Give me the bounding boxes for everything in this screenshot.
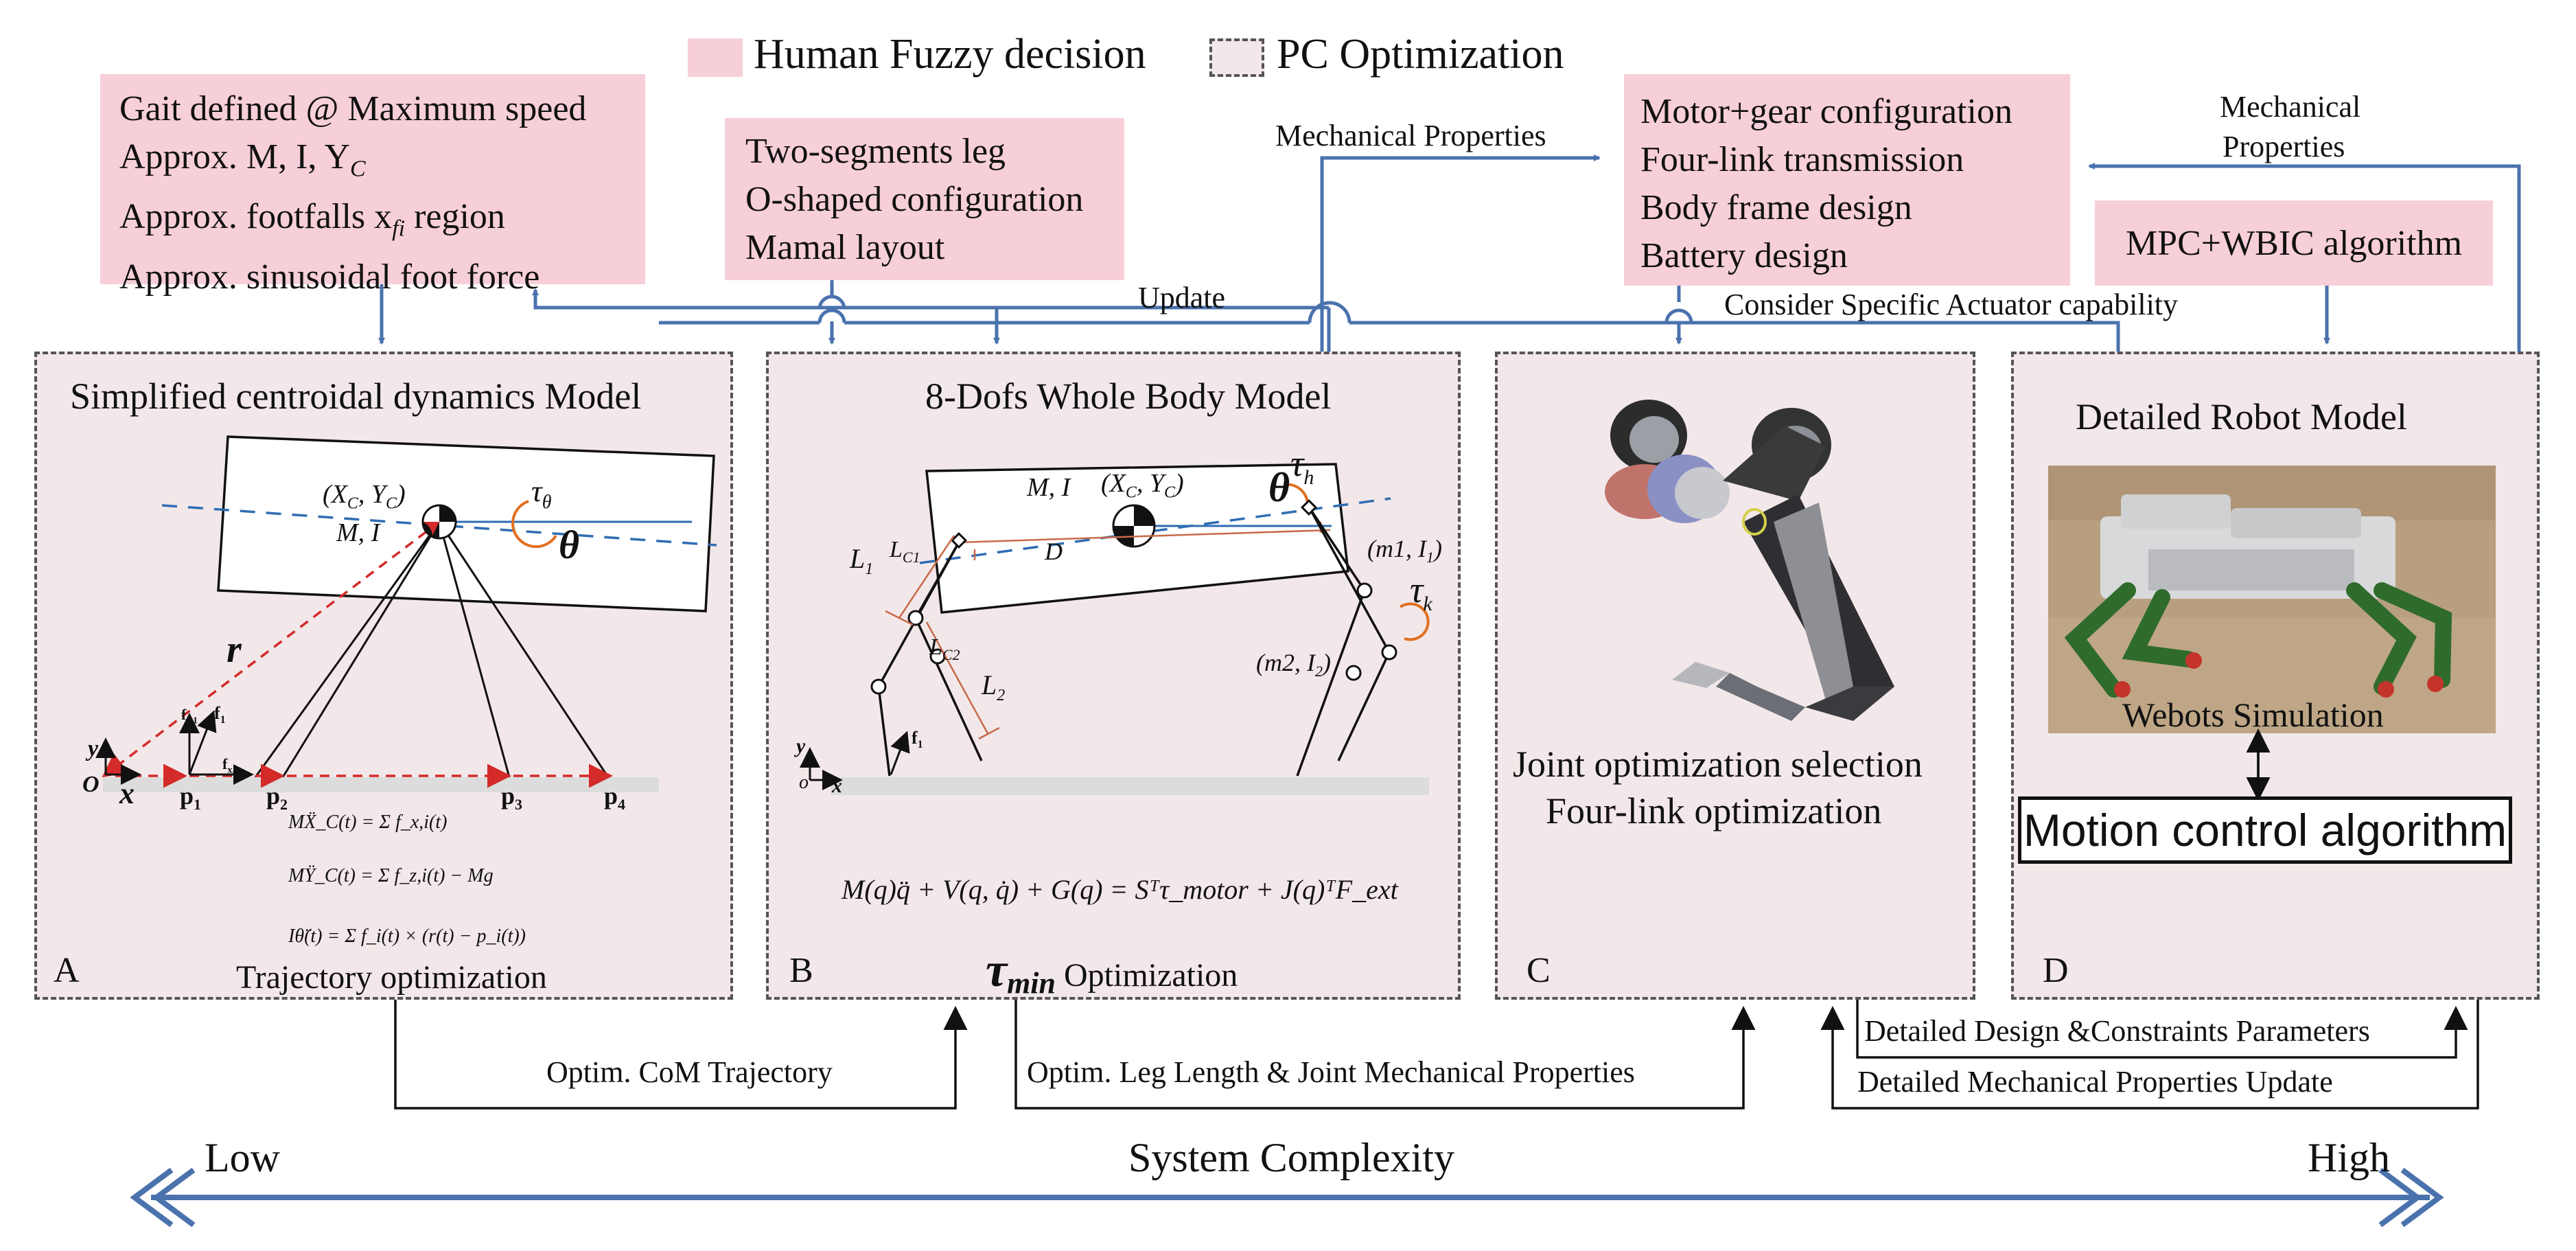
control-algorithm-label: MPC+WBIC algorithm (2125, 223, 2463, 263)
panel-a-equation-1: MẌ_C(t) = Σ f_x,i(t) (288, 812, 448, 833)
panel-a-caption: Trajectory optimization (236, 959, 547, 996)
complexity-title: System Complexity (1128, 1135, 1455, 1180)
panel-b-tau-k-label: τk (1410, 569, 1432, 615)
panel-b-com-label: (XC, YC) (1101, 469, 1184, 502)
panel-a-x-label: x (119, 777, 135, 810)
approx-mass-line: Approx. M, I, YC (119, 137, 366, 182)
panel-a-p1-label: p1 (180, 782, 202, 814)
approx-force-line: Approx. sinusoidal foot force (119, 257, 540, 297)
panel-a-mass-label: M, I (336, 518, 380, 547)
panel-b-o-label: o (799, 772, 809, 793)
panel-a-theta-label: θ (559, 523, 580, 567)
panel-a-f1-label: f1 (214, 703, 226, 726)
panel-b-mass-label: M, I (1027, 473, 1071, 502)
panel-a-tau-label: τθ (531, 474, 552, 513)
panel-b-l2-label: L2 (982, 669, 1006, 704)
update-label: Update (1138, 281, 1226, 314)
panel-b-letter: B (789, 951, 813, 990)
bottom-connectors (394, 1000, 2479, 1110)
panel-b (766, 352, 1461, 1000)
panel-b-y-label: y (796, 735, 806, 757)
complexity-high-label: High (2308, 1135, 2390, 1180)
complexity-low-label: Low (205, 1135, 280, 1180)
panel-b-lc1-label: LC1 (890, 537, 920, 566)
panel-b-m2-label: (m2, I2) (1256, 649, 1331, 680)
actuator-leg-illustration (1605, 400, 1894, 721)
panel-a-fx1-label: fx,1 (222, 755, 240, 776)
hardware-line-1: Motor+gear configuration (1640, 92, 2012, 131)
panel-a-title: Simplified centroidal dynamics Model (70, 376, 642, 417)
panel-d-title: Detailed Robot Model (2076, 396, 2407, 437)
panel-b-d-label: D (1045, 538, 1063, 565)
top-flow-connectors (378, 154, 2521, 352)
panel-b-drawing (800, 463, 1430, 795)
detailed-design-label: Detailed Design &Constraints Parameters (1864, 1014, 2370, 1048)
gait-requirements-box: Gait defined @ Maximum speed Approx. M, … (100, 74, 645, 297)
leg-layout-line-3: Mamal layout (745, 228, 945, 267)
gait-line: Gait defined @ Maximum speed (119, 89, 587, 128)
detailed-update-label: Detailed Mechanical Properties Update (1857, 1065, 2333, 1099)
optim-com-label: Optim. CoM Trajectory (546, 1055, 833, 1089)
panel-a-y-label: y (88, 736, 99, 761)
panel-b-lc2-label: LC2 (929, 634, 960, 663)
panel-b-m1-label: (m1, I1) (1367, 535, 1442, 566)
legend-human-swatch (688, 38, 743, 77)
motion-control-box: Motion control algorithm (2018, 796, 2512, 864)
panel-a-letter: A (54, 951, 80, 990)
hardware-design-box: Motor+gear configuration Four-link trans… (1624, 74, 2070, 286)
panel-a-p2-label: p2 (266, 782, 288, 814)
panel-a-p3-label: p3 (501, 782, 523, 814)
leg-layout-line-2: O-shaped configuration (745, 180, 1084, 219)
hardware-line-3: Body frame design (1640, 188, 1912, 227)
panel-a-origin-label: O (82, 772, 100, 797)
panel-b-theta-label: θ (1268, 465, 1290, 510)
legend-human-label: Human Fuzzy decision (754, 31, 1146, 78)
legend-pc-swatch (1209, 38, 1264, 77)
panel-a-equation-2: MŸ_C(t) = Σ f_z,i(t) − Mg (288, 865, 494, 886)
hardware-line-2: Four-link transmission (1640, 140, 1964, 179)
mech-props-right-label-1: Mechanical (2220, 90, 2361, 124)
mech-props-right-label-2: Properties (2223, 130, 2345, 163)
panel-a-drawing (95, 435, 717, 792)
panel-c-letter: C (1527, 951, 1551, 990)
webots-simulation-label: Webots Simulation (2122, 696, 2384, 734)
mech-props-left-label: Mechanical Properties (1275, 119, 1546, 152)
panel-b-l1-label: L1 (850, 543, 874, 578)
simulation-scene (2048, 466, 2496, 801)
leg-layout-box: Two-segments leg O-shaped configuration … (725, 118, 1124, 280)
leg-layout-line-1: Two-segments leg (745, 132, 1006, 171)
legend-pc-label: PC Optimization (1277, 31, 1564, 78)
panel-b-equation: M(q)q̈ + V(q, q̇) + G(q) = Sᵀτ_motor + J… (842, 874, 1398, 905)
motion-control-label: Motion control algorithm (2023, 805, 2507, 856)
panel-d-letter: D (2043, 951, 2069, 990)
complexity-arrow (130, 1167, 2444, 1228)
consider-actuator-label: Consider Specific Actuator capability (1724, 288, 2179, 321)
panel-c-line-2: Four-link optimization (1546, 790, 1882, 831)
panel-a-fz1-label: fz,1 (181, 706, 198, 726)
optim-leg-label: Optim. Leg Length & Joint Mechanical Pro… (1027, 1055, 1635, 1089)
panel-c-line-1: Joint optimization selection (1513, 744, 1923, 785)
panel-b-x-label: x (832, 774, 842, 797)
approx-footfall-line: Approx. footfalls xfi region (119, 197, 505, 242)
panel-a-equation-3: Iθ̈(t) = Σ f_i(t) × (r(t) − p_i(t)) (288, 926, 526, 947)
panel-b-f1-label: f1 (912, 728, 923, 751)
panel-b-caption: τmin Optimization (986, 944, 1238, 1000)
panel-a-p4-label: p4 (604, 782, 626, 814)
panel-a-com-label: (XC, YC) (323, 480, 406, 513)
control-algorithm-box: MPC+WBIC algorithm (2095, 200, 2493, 286)
panel-b-title: 8-Dofs Whole Body Model (925, 376, 1332, 417)
panel-b-tau-h-label: τh (1290, 443, 1314, 489)
hardware-line-4: Battery design (1640, 236, 1848, 275)
panel-a-r-label: r (227, 628, 242, 671)
